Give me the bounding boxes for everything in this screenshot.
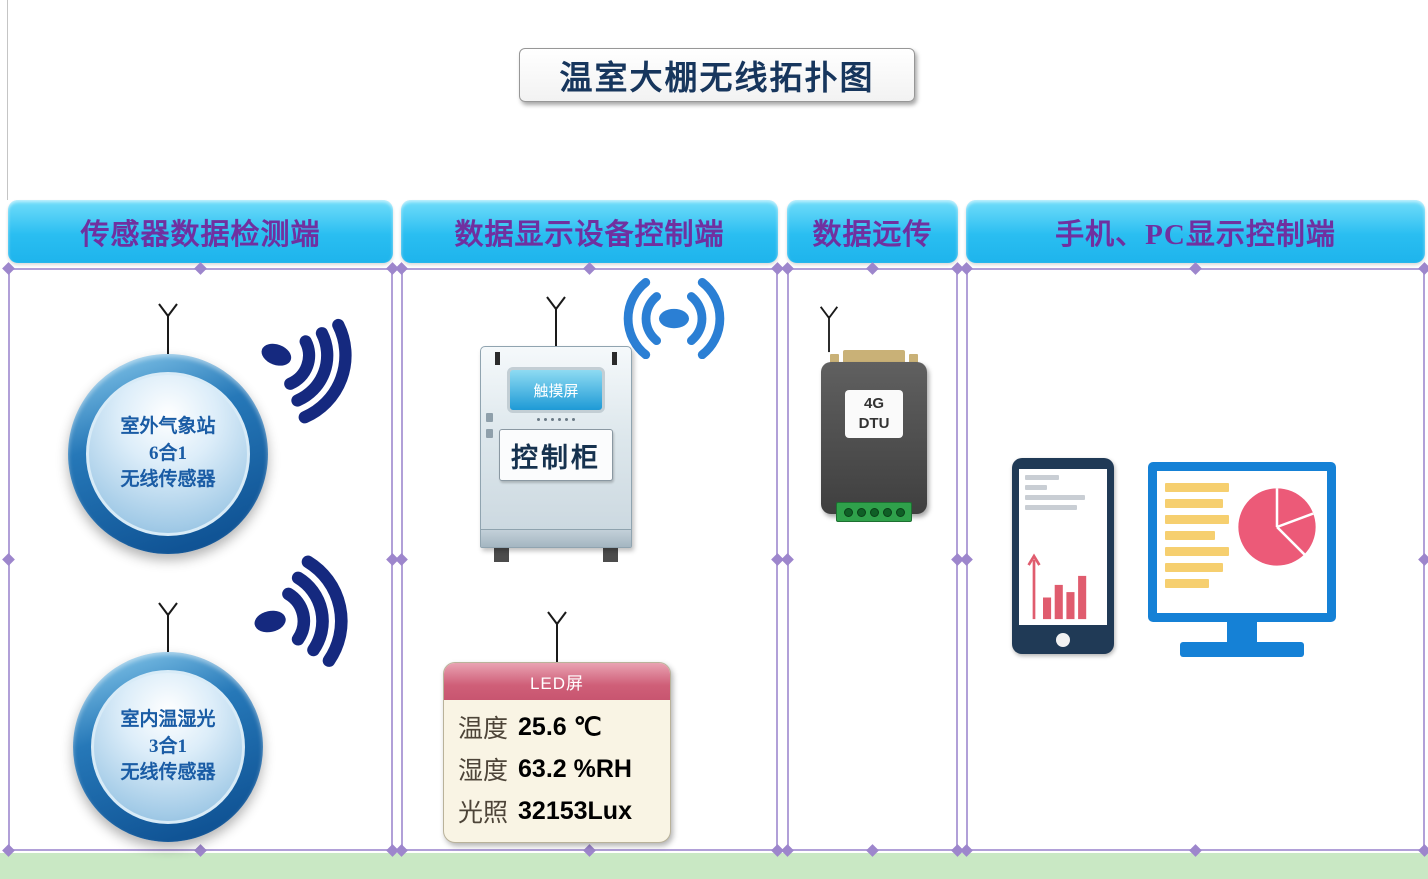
frame-ornament [2,552,15,566]
column-body-client [960,262,1428,857]
dtu-label: 4G DTU [845,390,903,438]
frame-line [7,0,8,200]
column-body-transfer: 4G DTU [781,262,964,857]
wifi-signal-icon [261,318,352,424]
cabinet-bolt [612,352,617,365]
antenna-icon [547,611,567,662]
monitor-screen [1148,462,1336,622]
frame-ornament [395,262,408,275]
phone-home-button [1056,633,1070,647]
pie-chart-icon [1238,488,1316,566]
frame-ornament [1418,552,1428,566]
cabinet-legs [480,548,632,562]
indoor-sensor-node: 室内温湿光 3合1 无线传感器 [70,602,266,842]
reading-value: 32153Lux [518,796,632,825]
sensor-name: 室内温湿光 [120,709,216,731]
control-cabinet: 触摸屏 控制柜 [475,296,637,562]
led-row-light: 光照 32153Lux [458,790,656,832]
frame-ornament [395,552,408,566]
outdoor-sensor-node: 室外气象站 6合1 无线传感器 [65,302,271,554]
led-display: LED屏 温度 25.6 ℃ 湿度 63.2 %RH 光照 32153Lux [443,610,671,843]
phone-screen [1019,469,1107,625]
phone-text-line [1025,495,1085,500]
antenna-icon [158,602,178,652]
reading-value: 25.6 ℃ [518,713,602,741]
column-body-display: 触摸屏 控制柜 LED屏 温度 25.6 ℃ [395,262,784,857]
cabinet-side-mark [486,429,493,438]
column-header-transfer: 数据远传 [787,200,958,263]
led-panel: LED屏 温度 25.6 ℃ 湿度 63.2 %RH 光照 32153Lux [443,662,671,843]
monitor-stand [1227,622,1257,642]
sensor-sphere: 室外气象站 6合1 无线传感器 [68,354,268,554]
phone-text-line [1025,505,1077,510]
dtu-device: 4G DTU [815,304,933,522]
column-header-display: 数据显示设备控制端 [401,200,778,263]
bottom-green-strip [0,853,1428,879]
sensor-sphere: 室内温湿光 3合1 无线传感器 [73,652,263,842]
cabinet-base [481,529,631,547]
sensor-type: 3合1 [148,735,187,757]
cabinet-label: 控制柜 [499,429,613,481]
phone-bar-chart [1027,553,1087,620]
page-title: 温室大棚无线拓扑图 [519,48,915,102]
column-header-sensors-label: 传感器数据检测端 [80,218,321,251]
column-header-sensors: 传感器数据检测端 [8,200,393,263]
column-body-sensors: 室外气象站 6合1 无线传感器 室内温湿光 3合1 无 [2,262,399,857]
reading-label: 温度 [458,716,509,743]
reading-label: 湿度 [458,758,509,785]
antenna-icon [546,296,566,346]
led-panel-title: LED屏 [444,663,670,700]
sensor-name: 室外气象站 [120,416,216,438]
frame-ornament [2,262,15,275]
column-header-client: 手机、PC显示控制端 [966,200,1425,263]
sensor-kind: 无线传感器 [120,469,216,491]
led-readings: 温度 25.6 ℃ 湿度 63.2 %RH 光照 32153Lux [444,700,670,842]
dtu-label-line1: 4G [863,394,884,412]
column-header-display-label: 数据显示设备控制端 [454,218,725,251]
dtu-terminal-block [836,502,912,522]
sensor-kind: 无线传感器 [120,762,216,784]
reading-value: 63.2 %RH [518,754,632,783]
led-row-humidity: 湿度 63.2 %RH [458,748,656,790]
pc-monitor [1146,462,1338,657]
led-row-temperature: 温度 25.6 ℃ [458,706,656,748]
antenna-icon [158,303,178,354]
monitor-list-lines [1165,481,1229,603]
antenna-icon [819,306,839,353]
dtu-label-line2: DTU [858,415,890,432]
dtu-body: 4G DTU [821,362,927,522]
smartphone [1012,458,1114,654]
frame-ornament [960,552,973,566]
monitor-base [1180,642,1304,657]
cabinet-side-mark [486,413,493,422]
phone-text-line [1025,485,1047,490]
reading-label: 光照 [458,800,509,827]
sensor-type: 6合1 [148,442,187,464]
column-header-client-label: 手机、PC显示控制端 [1055,218,1336,251]
touch-screen: 触摸屏 [507,367,605,413]
sensor-label: 室外气象站 6合1 无线传感器 [86,372,250,536]
phone-text-line [1025,475,1059,480]
frame-ornament [1188,262,1202,275]
column-header-transfer-label: 数据远传 [812,218,933,251]
sensor-label: 室内温湿光 3合1 无线传感器 [91,670,245,824]
wifi-broadcast-icon [623,278,725,360]
cabinet-body: 触摸屏 控制柜 [480,346,632,548]
wifi-signal-icon [254,555,348,667]
frame-ornament [1418,262,1428,275]
cabinet-vents [537,418,575,421]
frame-ornament [781,552,794,566]
frame-ornament [582,262,596,275]
frame-ornament [960,262,973,275]
frame-ornament [781,262,794,275]
frame-ornament [865,262,879,275]
page-title-text: 温室大棚无线拓扑图 [559,61,875,97]
frame-ornament [193,262,207,275]
cabinet-bolt [495,352,500,365]
